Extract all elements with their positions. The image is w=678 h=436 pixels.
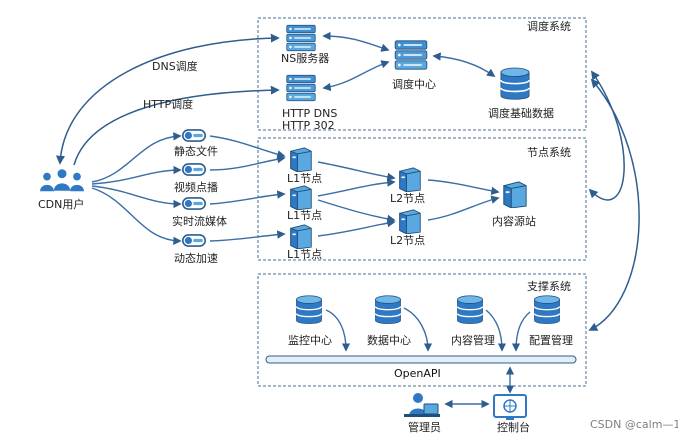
support-system-title: 支撑系统 <box>527 279 571 293</box>
support-item-label: 监控中心 <box>288 333 332 347</box>
ns-server-icon <box>286 24 316 52</box>
dispatch-support-sync-arrow <box>588 78 640 331</box>
l1-node-icon <box>290 224 312 249</box>
support-item-label: 内容管理 <box>451 333 495 347</box>
user-to-live-arrow <box>91 185 182 209</box>
data-center-to-openapi-arrow <box>403 307 433 352</box>
user-to-static-arrow <box>91 132 182 183</box>
live-to-l1-arrow <box>209 190 286 205</box>
l2-node-icon <box>399 167 421 192</box>
l1-to-l2-arrow <box>317 199 396 224</box>
origin-server-icon <box>503 181 527 208</box>
service-label: 视频点播 <box>174 180 218 194</box>
dispatch-database-icon <box>500 67 530 101</box>
service-label: 静态文件 <box>174 144 218 158</box>
openapi-bus-bar <box>265 355 577 364</box>
dispatch-base-data-label: 调度基础数据 <box>488 106 554 120</box>
l1-to-l2-arrow <box>317 178 396 197</box>
static-to-l1-arrow <box>209 135 286 159</box>
vod-to-l1-arrow <box>209 154 286 171</box>
service-label: 动态加速 <box>174 252 218 265</box>
http-dispatch-label: HTTP调度 <box>143 97 193 111</box>
l1-node-label: L1节点 <box>287 248 322 261</box>
admin-label: 管理员 <box>408 420 441 434</box>
service-label: 实时流媒体 <box>172 214 227 228</box>
http-302-label: HTTP 302 <box>282 119 335 132</box>
user-person-icon <box>40 172 54 192</box>
support-item-label: 配置管理 <box>529 333 573 347</box>
dynamic-acceleration-service-icon <box>182 234 206 247</box>
l2-node-label: L2节点 <box>390 192 425 205</box>
static-file-service-icon <box>182 129 206 142</box>
l1-node-label: L1节点 <box>287 172 322 185</box>
monitoring-center-db-icon <box>295 295 323 325</box>
l2-to-origin-arrow <box>427 195 500 221</box>
admin-icon <box>404 393 440 417</box>
monitoring-to-openapi-arrow <box>325 309 351 352</box>
support-item-label: 数据中心 <box>367 333 411 347</box>
dispatch-center-label: 调度中心 <box>392 77 436 91</box>
l2-to-origin-arrow <box>427 179 500 195</box>
openapi-label: OpenAPI <box>394 367 441 380</box>
console-monitor-icon <box>493 394 527 420</box>
config-management-db-icon <box>533 295 561 325</box>
dispatch-center-icon <box>394 40 428 70</box>
l2-node-icon <box>399 209 421 234</box>
http-dns-server-icon <box>286 74 316 102</box>
dispatch-system-title: 调度系统 <box>527 19 571 33</box>
live-streaming-service-icon <box>182 197 206 210</box>
dns-dispatch-arrow <box>55 33 280 165</box>
origin-server-label: 内容源站 <box>492 214 536 228</box>
dispatch-node-sync-arrow <box>588 70 625 201</box>
l1-to-l2-arrow <box>317 161 396 182</box>
l2-node-label: L2节点 <box>390 234 425 247</box>
content-management-db-icon <box>456 295 484 325</box>
user-to-dynamic-arrow <box>91 187 182 246</box>
video-on-demand-service-icon <box>182 163 206 176</box>
user-person-icon <box>70 172 84 192</box>
l1-node-icon <box>290 185 312 210</box>
content-mgmt-to-openapi-arrow <box>485 309 507 352</box>
dns-dispatch-label: DNS调度 <box>152 59 198 73</box>
data-center-db-icon <box>374 295 402 325</box>
l1-node-label: L1节点 <box>287 209 322 222</box>
user-to-vod-arrow <box>91 165 182 185</box>
ns-to-dispatch-arrow <box>322 31 390 52</box>
config-mgmt-to-openapi-arrow <box>511 311 531 352</box>
cdn-user-label: CDN用户 <box>38 197 84 211</box>
dispatch-to-database-arrow <box>432 52 496 77</box>
console-label: 控制台 <box>497 420 530 434</box>
http-dispatch-arrow <box>73 85 280 166</box>
http-dns-label: HTTP DNS <box>282 107 337 120</box>
node-system-title: 节点系统 <box>527 146 571 159</box>
csdn-watermark-text: CSDN @calm—1 <box>590 418 678 431</box>
httpdns-to-dispatch-arrow <box>322 60 390 92</box>
dynamic-to-l1-arrow <box>209 230 286 242</box>
l1-node-icon <box>290 147 312 172</box>
ns-server-label: NS服务器 <box>281 52 329 65</box>
l1-to-l2-arrow <box>317 218 396 237</box>
user-person-icon <box>53 169 71 191</box>
